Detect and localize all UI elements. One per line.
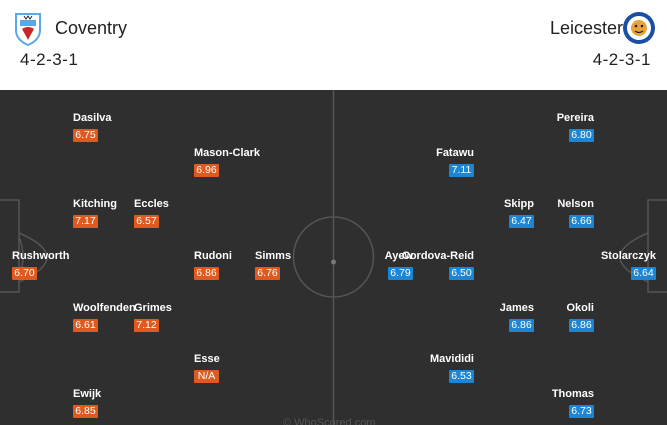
leicester-crest-icon	[623, 12, 655, 44]
player-name: Skipp	[504, 198, 534, 210]
player-name: Kitching	[73, 198, 117, 210]
player-rating: 6.79	[388, 267, 413, 280]
player-rating: 6.76	[255, 267, 280, 280]
player-rating: 6.70	[12, 267, 37, 280]
player-rating: 7.11	[449, 164, 474, 177]
player-rating: 6.61	[73, 319, 98, 332]
player-rating: 6.96	[194, 164, 219, 177]
coventry-crest-icon	[15, 13, 41, 46]
player-rating: 6.53	[449, 370, 474, 383]
pitch-lines	[0, 90, 667, 425]
away-formation: 4-2-3-1	[592, 50, 651, 69]
player-name: Simms	[255, 250, 292, 262]
player-rating: 6.66	[569, 215, 594, 228]
player-name: Thomas	[551, 388, 594, 400]
match-header: Coventry 4-2-3-1 Leicester 4-2-3-1	[0, 0, 667, 90]
player-name: Nelson	[557, 198, 594, 210]
player-name: James	[499, 302, 534, 314]
player-rating: 6.86	[569, 319, 594, 332]
player-rating: 6.73	[569, 405, 594, 418]
player-name: Okoli	[566, 302, 594, 314]
player-rating: 7.17	[73, 215, 98, 228]
player-name: Eccles	[134, 198, 169, 210]
player-rating: 6.57	[134, 215, 159, 228]
player-rating: 6.50	[449, 267, 474, 280]
player-name: Stolarczyk	[600, 250, 656, 262]
player-name: Mavididi	[429, 353, 474, 365]
player-name: Ayew	[384, 250, 413, 262]
player-name: Woolfenden	[73, 302, 136, 314]
player-name: Fatawu	[436, 147, 474, 159]
player-name: Mason-Clark	[194, 147, 261, 159]
pitch: Dasilva 6.75 Mason-Clark 6.96 Kitching 7…	[0, 90, 667, 425]
player-rating: 6.86	[509, 319, 534, 332]
player-name: Cordova-Reid	[401, 250, 474, 262]
player-rating: N/A	[194, 370, 219, 383]
player-rating: 6.75	[73, 129, 98, 142]
player-rating: 6.86	[194, 267, 219, 280]
player-rating: 6.80	[569, 129, 594, 142]
player-name: Rushworth	[12, 250, 70, 262]
player-rating: 6.85	[73, 405, 98, 418]
player-rating: 6.64	[631, 267, 656, 280]
player-name: Rudoni	[194, 250, 232, 262]
player-name: Pereira	[556, 112, 594, 124]
player-rating: 7.12	[134, 319, 159, 332]
whoscored-watermark: © WhoScored.com	[283, 417, 376, 425]
away-team-name[interactable]: Leicester	[549, 18, 623, 38]
home-formation: 4-2-3-1	[20, 50, 79, 69]
home-team-name[interactable]: Coventry	[55, 18, 128, 38]
player-name: Ewijk	[73, 388, 102, 400]
player-name: Esse	[194, 353, 220, 365]
player-name: Dasilva	[73, 112, 112, 124]
player-name: Grimes	[134, 302, 172, 314]
player-rating: 6.47	[509, 215, 534, 228]
